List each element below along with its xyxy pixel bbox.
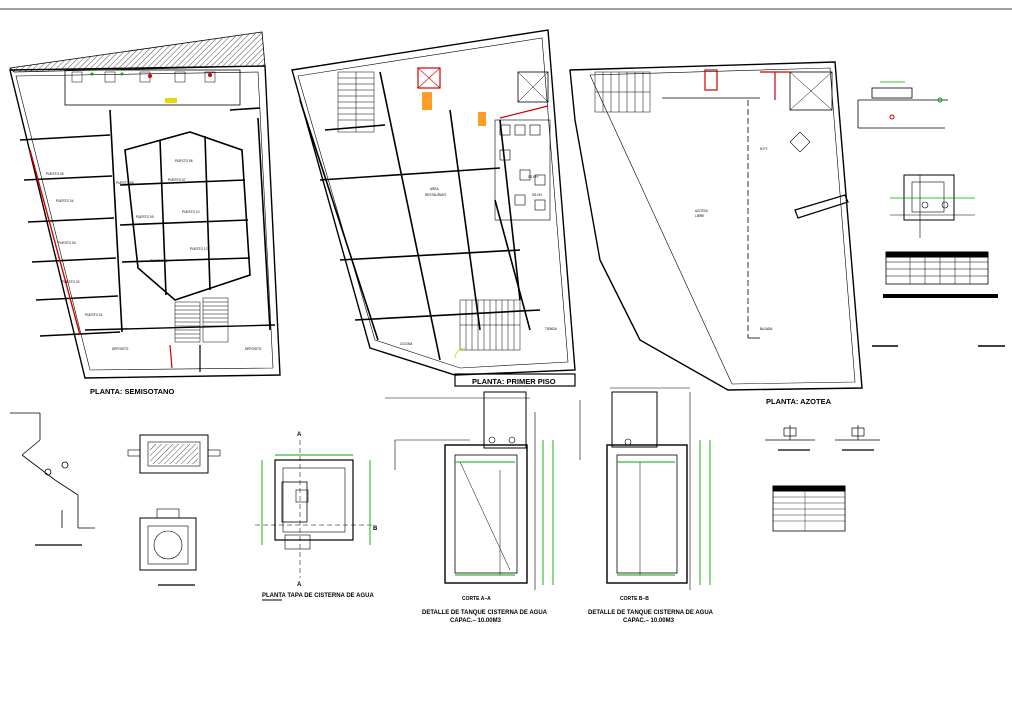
- cut-b-label: CORTE B–B: [620, 596, 649, 602]
- svg-text:PUESTO 03: PUESTO 03: [58, 241, 76, 245]
- section-marker-a-bottom: A: [297, 582, 302, 588]
- svg-text:PUESTO 08: PUESTO 08: [175, 159, 193, 163]
- section-marker-b: B: [373, 526, 378, 532]
- cistern-plan-title: PLANTA TAPA DE CISTERNA DE AGUA: [262, 593, 374, 599]
- svg-text:SS.HH.: SS.HH.: [532, 193, 543, 197]
- svg-text:COCINA: COCINA: [400, 342, 413, 346]
- roof-plan-title: PLANTA: AZOTEA: [766, 397, 832, 406]
- svg-text:PUESTO 09: PUESTO 09: [136, 215, 154, 219]
- tank-detail-top-right: [857, 81, 948, 129]
- basement-plan-title: PLANTA: SEMISOTANO: [90, 387, 174, 396]
- schedule-table: [885, 251, 989, 285]
- tank-detail-title-a: DETALLE DE TANQUE CISTERNA DE AGUA: [422, 610, 548, 616]
- svg-text:SS.HH.: SS.HH.: [528, 175, 539, 179]
- tank-section-a: [385, 391, 554, 590]
- svg-text:PUESTO 06: PUESTO 06: [116, 181, 134, 185]
- svg-text:PUESTO 05: PUESTO 05: [46, 172, 64, 176]
- svg-text:PUESTO 07: PUESTO 07: [168, 178, 186, 182]
- svg-text:PUESTO 04: PUESTO 04: [56, 199, 74, 203]
- basement-outline: [9, 65, 281, 379]
- svg-text:PUESTO 10: PUESTO 10: [182, 210, 200, 214]
- valve-box-detail: [890, 174, 975, 238]
- cistern-plan: [255, 440, 372, 578]
- tank-capacity-b: CAPAC.– 10.00M3: [623, 618, 675, 624]
- basement-plan: PUESTO 05 PUESTO 04 PUESTO 03 PUESTO 02 PU…: [9, 31, 281, 396]
- roof-outline: [569, 61, 863, 391]
- svg-text:BAJADA: BAJADA: [760, 327, 773, 331]
- svg-text:TIENDA: TIENDA: [545, 327, 558, 331]
- svg-text:AZOTEA: AZOTEA: [695, 209, 709, 213]
- pipe-isometric-detail: [10, 412, 95, 529]
- first-floor-plan-title: PLANTA: PRIMER PISO: [472, 377, 556, 386]
- svg-text:DEPOSITO: DEPOSITO: [245, 347, 262, 351]
- tank-detail-title-b: DETALLE DE TANQUE CISTERNA DE AGUA: [588, 610, 714, 616]
- svg-text:PUESTO 02: PUESTO 02: [62, 280, 80, 284]
- svg-text:PUESTO 11: PUESTO 11: [150, 259, 167, 263]
- svg-text:RESTAURANT: RESTAURANT: [425, 193, 446, 197]
- first-floor-plan: AREA RESTAURANT COCINA TIENDA SS.HH. SS.HH.…: [291, 29, 576, 387]
- svg-text:PUESTO 12: PUESTO 12: [190, 247, 208, 251]
- roof-small-details: [765, 425, 880, 451]
- cistern-cover-detail: [127, 434, 221, 571]
- svg-text:DEPOSITO: DEPOSITO: [112, 347, 129, 351]
- svg-text:AREA: AREA: [430, 187, 440, 191]
- tank-section-b: [579, 387, 711, 590]
- tank-capacity-a: CAPAC.– 10.00M3: [450, 618, 502, 624]
- cut-a-label: CORTE A–A: [462, 596, 491, 602]
- section-marker-a-top: A: [297, 432, 302, 438]
- svg-text:LIBRE: LIBRE: [695, 214, 704, 218]
- first-floor-outline: [291, 29, 576, 376]
- svg-text:N.P.T.: N.P.T.: [760, 147, 768, 151]
- svg-text:PUESTO 01: PUESTO 01: [85, 313, 103, 317]
- legend-table: [772, 485, 846, 532]
- schedule-bar: [883, 294, 998, 298]
